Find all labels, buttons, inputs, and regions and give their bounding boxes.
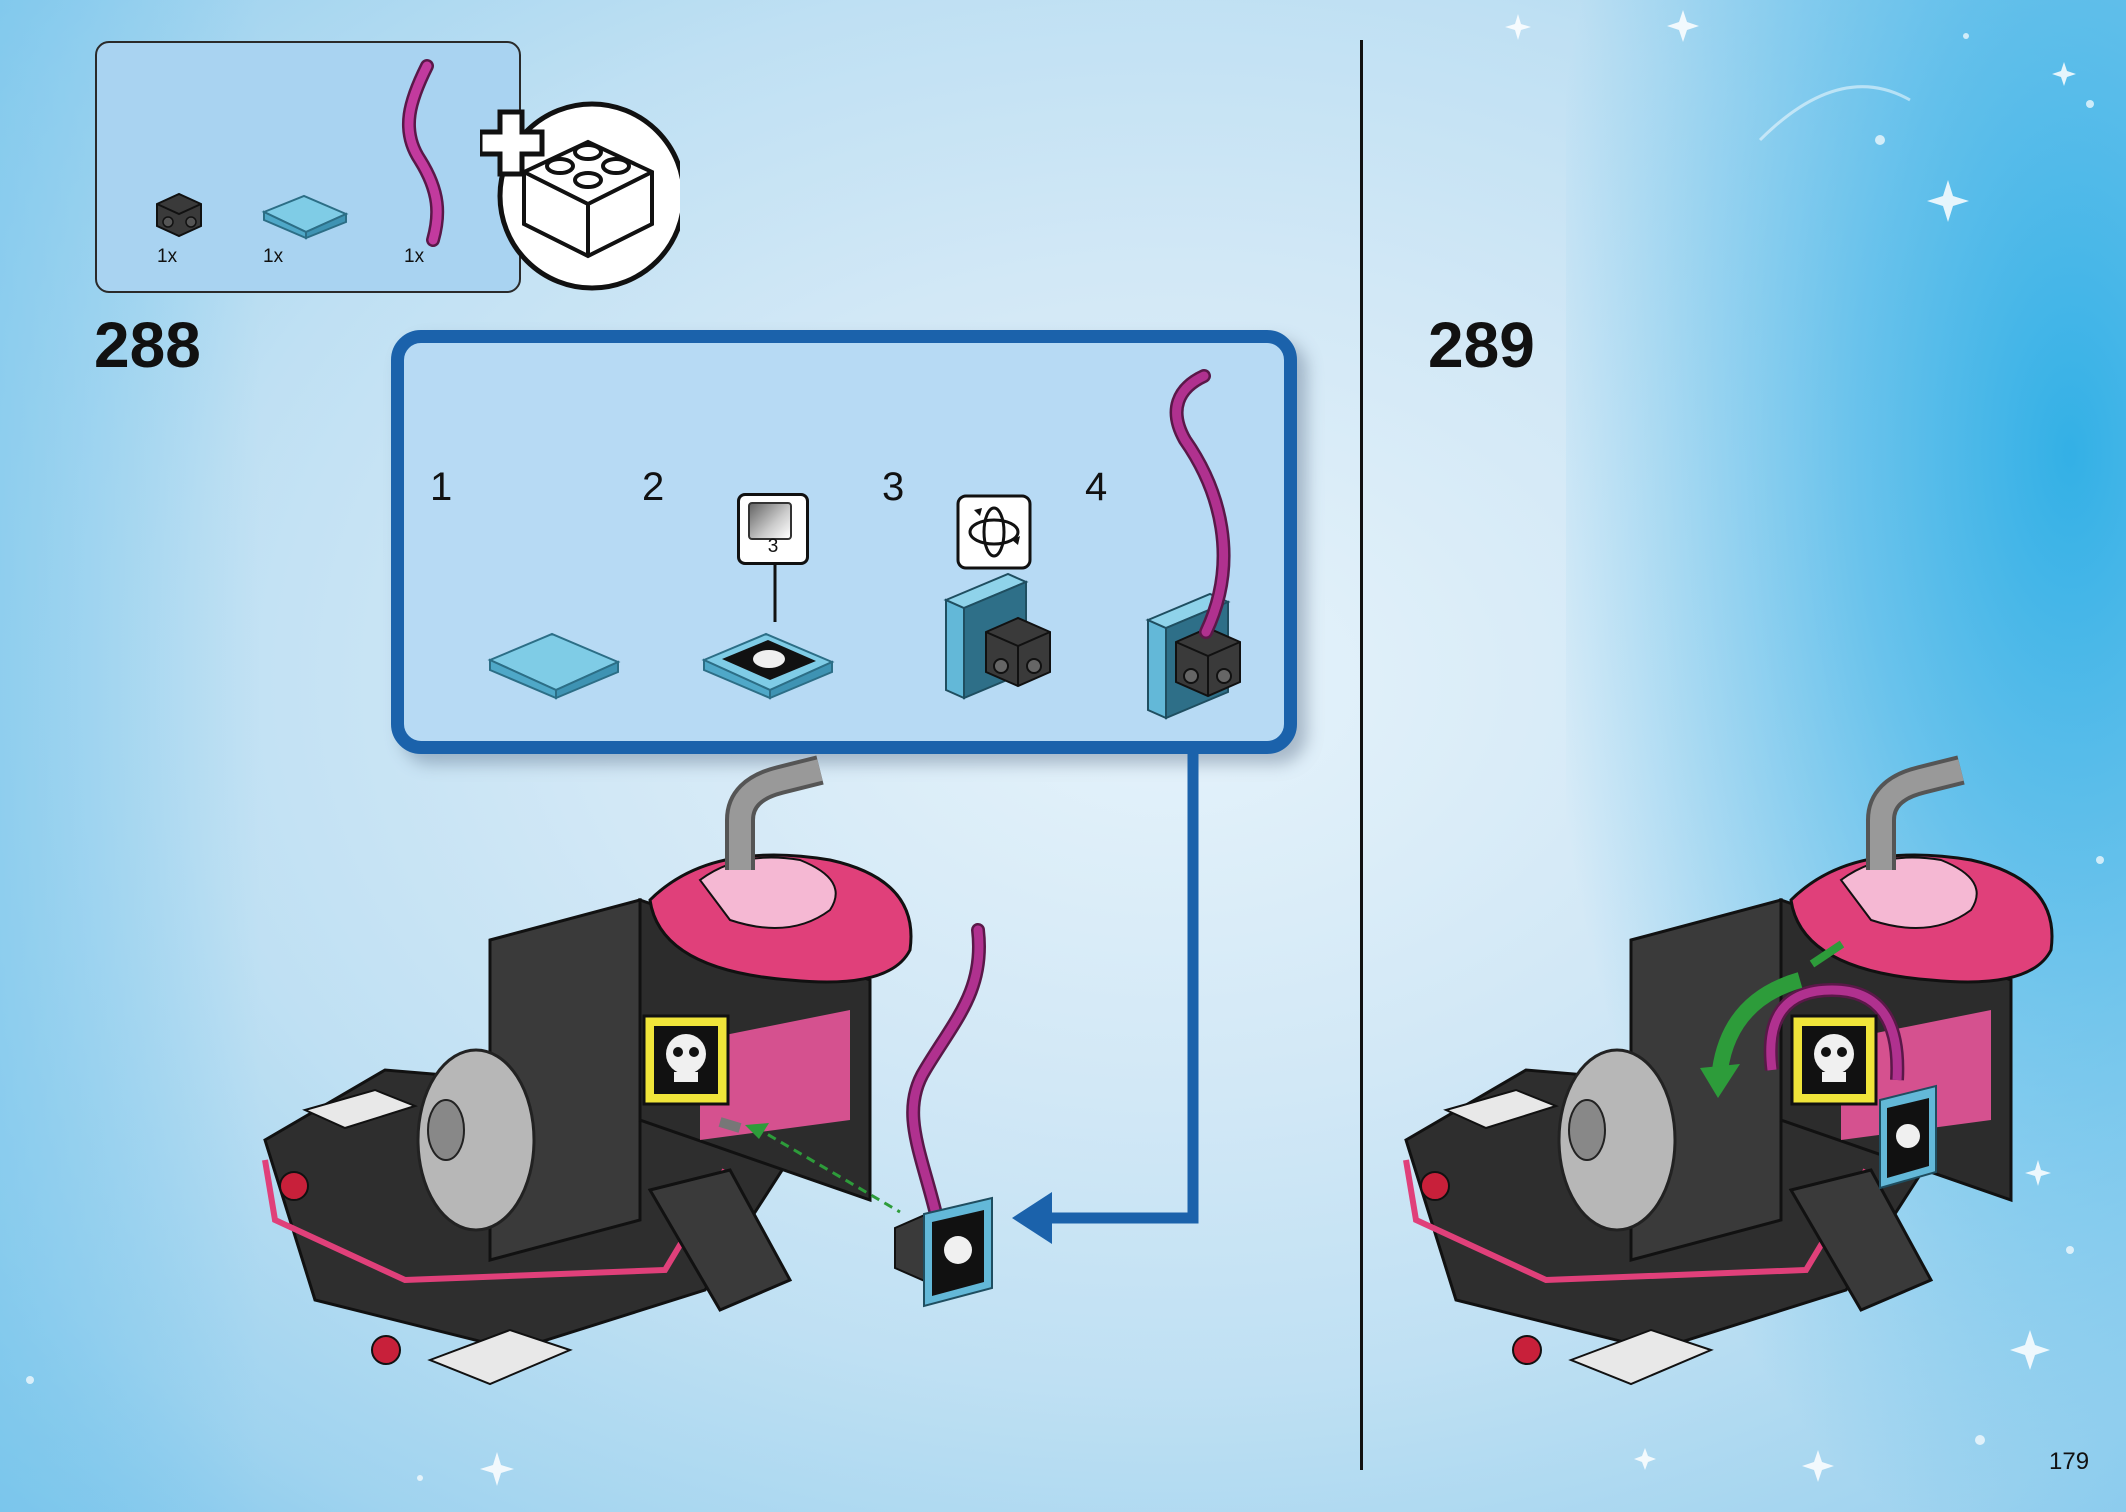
sub-step-number: 4	[1085, 465, 1108, 509]
callout-connector-line	[1048, 742, 1199, 1224]
step-number-288: 288	[94, 309, 201, 381]
plus-brick-icon	[480, 101, 680, 291]
page-number: 179	[2049, 1448, 2090, 1475]
light-blue-tile-part	[261, 194, 349, 240]
rotate-model-icon	[956, 494, 1032, 570]
tile-with-sticker	[701, 565, 835, 700]
model-288	[262, 755, 913, 1386]
magenta-hose-part	[401, 59, 445, 247]
loose-hose-and-tile	[894, 923, 993, 1308]
tile-brick-hose	[1145, 369, 1241, 720]
tile-with-brick	[943, 572, 1051, 700]
part-quantity: 1x	[404, 246, 425, 267]
sub-step-number: 1	[430, 465, 453, 509]
step-divider	[1360, 40, 1363, 1470]
sticker-number: 3	[767, 536, 779, 557]
parts-list-box	[95, 41, 521, 293]
sub-assembly-callout	[391, 330, 1297, 754]
part-quantity: 1x	[157, 246, 178, 267]
tile-piece	[487, 632, 621, 700]
sub-step-number: 2	[642, 465, 665, 509]
callout-arrow-head	[1012, 1192, 1052, 1244]
part-quantity: 1x	[263, 246, 284, 267]
sticker-icon: 3	[737, 493, 809, 565]
model-289	[1403, 755, 2054, 1386]
black-brick-part	[156, 192, 202, 238]
sticker-peel-icon	[748, 502, 792, 540]
sub-step-number: 3	[882, 465, 905, 509]
step-number-289: 289	[1428, 309, 1535, 381]
